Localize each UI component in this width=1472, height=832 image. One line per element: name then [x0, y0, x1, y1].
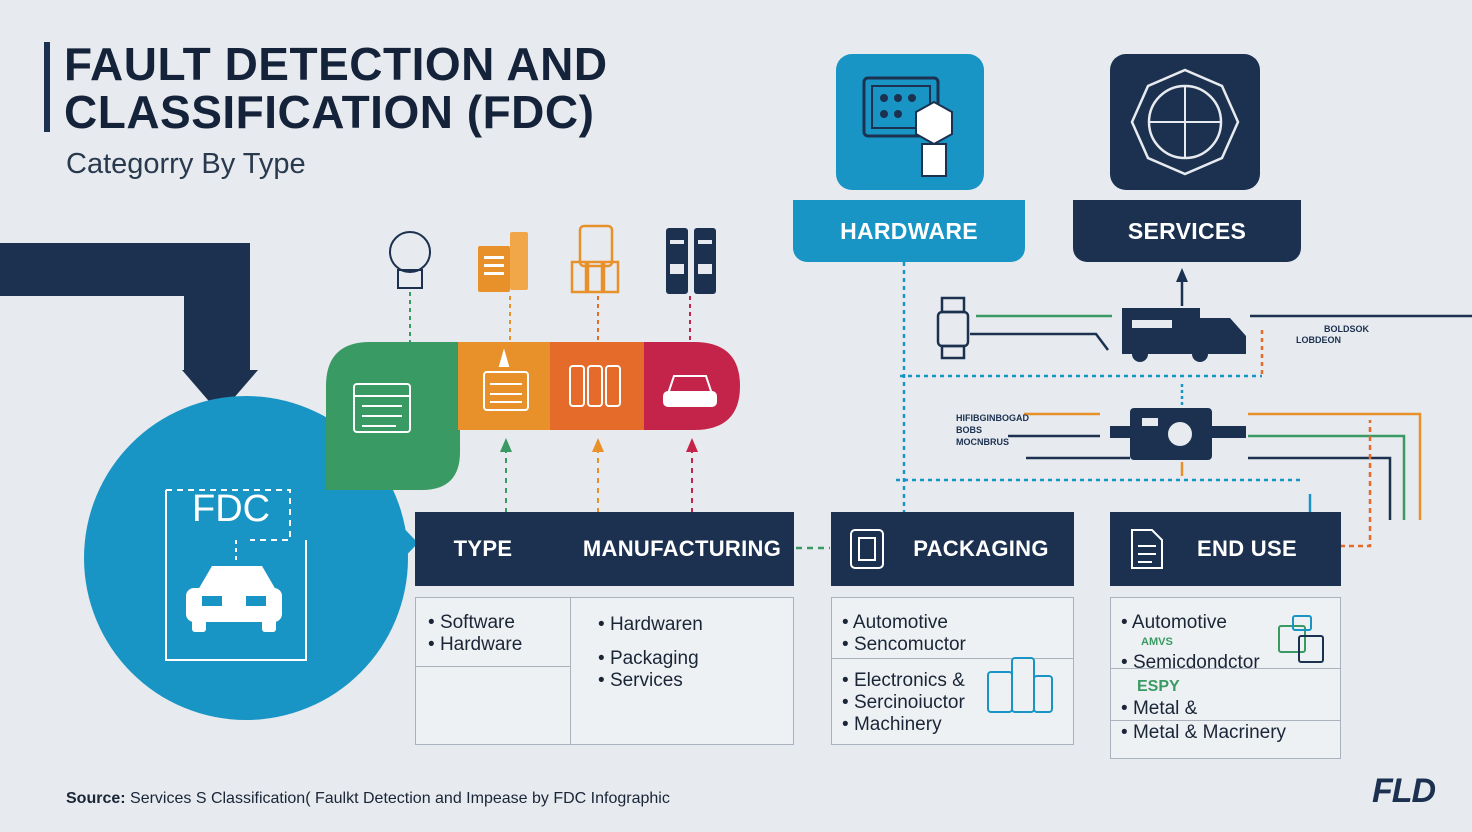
list-item: • Semicdondctor: [1121, 652, 1260, 673]
brand-logo: FLD: [1372, 772, 1436, 810]
table-divider: [416, 666, 570, 667]
document-chip-icon: [850, 529, 884, 569]
boxes-icon: [987, 657, 1053, 713]
packaging-header: PACKAGING: [831, 512, 1074, 586]
truck-icon: [1122, 308, 1246, 362]
list-item: • Packaging: [598, 648, 699, 669]
header-type: TYPE: [453, 536, 513, 561]
hub-car-icon: [186, 566, 282, 632]
window-grid-icon: [353, 383, 411, 433]
robot-icon: [389, 231, 431, 289]
list-item: • Hardware: [428, 634, 523, 655]
services-label: SERVICES: [1073, 200, 1301, 262]
list-item: • Metal &: [1121, 698, 1198, 719]
documents-icon: [478, 232, 528, 292]
flow-label-left-line3: MOCNBRUS: [956, 437, 1009, 447]
type-manufacturing-header: TYPE MANUFACTURING: [415, 512, 794, 586]
title-accent-bar: [44, 42, 50, 132]
hub-frame: [165, 489, 307, 661]
list-item: • Machinery: [842, 714, 942, 735]
gear-badge-icon: [1130, 68, 1240, 176]
list-item: • Software: [428, 612, 515, 633]
chip-device-icon: [1110, 408, 1246, 460]
list-item: • Automotive: [1121, 612, 1227, 633]
list-item: • Services: [598, 670, 683, 691]
source-note: Source: Services S Classification( Faulk…: [66, 790, 670, 808]
table-divider: [832, 658, 1073, 659]
flow-label-left: HIFIBGINBOGAD BOBS MOCNBRUS: [956, 412, 1029, 448]
source-label: Source:: [66, 790, 126, 807]
hardware-label: HARDWARE: [793, 200, 1025, 262]
header-end-use: END USE: [1197, 536, 1297, 561]
manufacturing-list: • Hardwaren • Packaging • Services: [598, 614, 703, 692]
header-manufacturing: MANUFACTURING: [582, 536, 782, 561]
list-item: • Sercinoiuctor: [842, 692, 965, 713]
watch-icon: [936, 296, 970, 360]
list-item: • Hardwaren: [598, 614, 703, 635]
flow-label-left-line1: HIFIBGINBOGAD: [956, 413, 1029, 423]
flow-label-left-line2: BOBS: [956, 425, 983, 435]
flow-label-right: BOLDSOK LOBDEON: [1296, 324, 1369, 346]
packaging-list-top: • Automotive • Sencomuctor: [842, 612, 966, 656]
hub-label: FDC: [192, 488, 271, 530]
table-divider: [1111, 668, 1340, 669]
list-item: • Automotive: [842, 612, 948, 633]
page-title: FAULT DETECTION AND CLASSIFICATION (FDC): [64, 40, 704, 136]
list-item: • Electronics &: [842, 670, 965, 691]
monitor-gear-icon: [862, 76, 953, 177]
car-icon: [663, 375, 717, 407]
workers-icon: [570, 224, 620, 294]
source-text: Services S Classification( Faulkt Detect…: [130, 790, 670, 807]
category-pill: [326, 342, 740, 490]
flow-arrow-icon: [0, 243, 258, 414]
end-use-list: • Semicdondctor: [1121, 652, 1260, 674]
title-line-2: CLASSIFICATION (FDC): [64, 86, 595, 138]
header-packaging: PACKAGING: [913, 536, 1049, 561]
packages-icon: [569, 365, 621, 407]
list-item: • Sencomuctor: [842, 634, 966, 655]
flow-label-right-line2: LOBDEON: [1296, 335, 1341, 345]
factory-panel-icon: [483, 348, 529, 411]
end-use-header: END USE: [1110, 512, 1341, 586]
type-list: • Software • Hardware: [428, 612, 522, 656]
table-divider: [570, 598, 571, 744]
type-manufacturing-table: • Software • Hardware • Hardwaren • Pack…: [415, 597, 794, 745]
end-use-list: • Metal & • Metal & Macrinery: [1121, 698, 1286, 744]
end-use-note: ESPY: [1137, 678, 1180, 695]
cubes-icon: [1278, 615, 1324, 663]
end-use-table: • Automotive AMVS • Semicdondctor ESPY •…: [1110, 597, 1341, 759]
server-racks-icon: [666, 228, 716, 294]
table-divider: [1111, 720, 1340, 721]
end-use-list: • Automotive: [1121, 612, 1227, 634]
page-subtitle: Categorry By Type: [66, 148, 306, 180]
packaging-table: • Automotive • Sencomuctor • Electronics…: [831, 597, 1074, 745]
document-icon: [1131, 529, 1163, 569]
title-line-1: FAULT DETECTION AND: [64, 38, 608, 90]
end-use-note: AMVS: [1141, 636, 1173, 648]
list-item: • Metal & Macrinery: [1121, 722, 1287, 743]
hardware-card: [836, 54, 984, 190]
packaging-list-bottom: • Electronics & • Sercinoiuctor • Machin…: [842, 670, 965, 736]
flow-label-right-line1: BOLDSOK: [1324, 324, 1369, 334]
services-card: [1110, 54, 1260, 190]
